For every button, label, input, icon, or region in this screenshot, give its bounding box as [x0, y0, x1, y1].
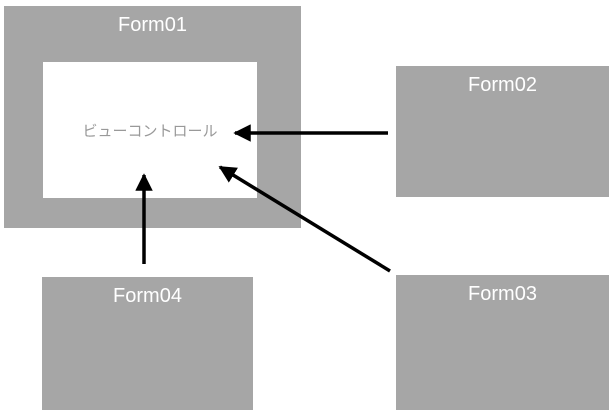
form01-label: Form01 — [118, 14, 187, 36]
form03-box: Form03 — [396, 275, 609, 410]
form02-box: Form02 — [396, 66, 609, 197]
form04-label: Form04 — [113, 285, 182, 307]
view-control-label: ビューコントロール — [82, 122, 218, 140]
view-control-box: ビューコントロール — [43, 62, 257, 198]
form02-label: Form02 — [468, 74, 537, 96]
form04-box: Form04 — [42, 277, 253, 410]
form03-label: Form03 — [468, 283, 537, 305]
